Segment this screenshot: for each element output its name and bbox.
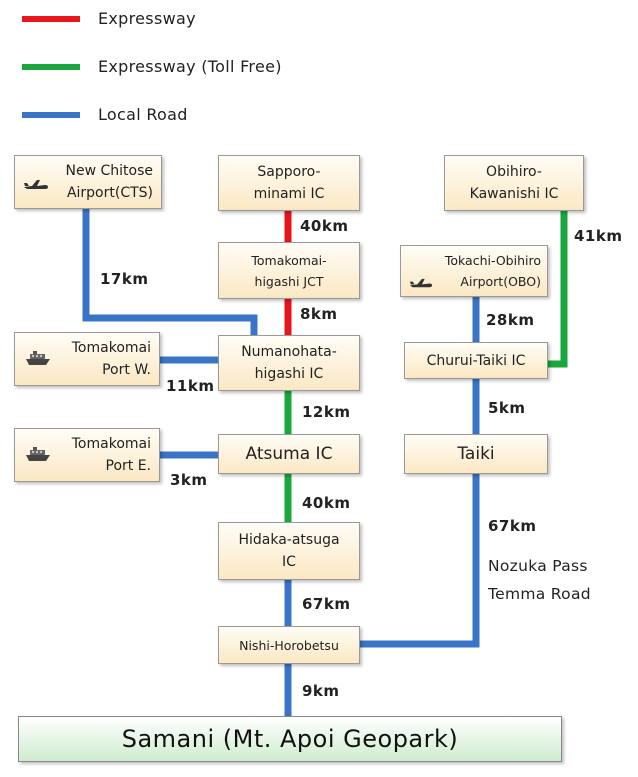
legend-swatch-expressway xyxy=(22,16,80,22)
node-nishi-horobetsu: Nishi-Horobetsu xyxy=(218,626,360,664)
route-note-nozuka-pass: Nozuka Pass xyxy=(488,557,588,575)
route-note-temma-road: Temma Road xyxy=(488,585,591,603)
legend-swatch-toll-free xyxy=(22,64,80,70)
distance-portw-numanohata: 11km xyxy=(166,377,215,395)
distance-nishi-samani: 9km xyxy=(302,682,340,700)
destination-samani: Samani (Mt. Apoi Geopark) xyxy=(18,716,562,762)
node-taiki: Taiki xyxy=(404,434,548,474)
node-numanohata-higashi-ic: Numanohata- higashi IC xyxy=(218,335,360,391)
node-tomakomai-port-w: Tomakomai Port W. xyxy=(14,332,160,386)
legend-label-toll-free: Expressway (Toll Free) xyxy=(98,57,282,76)
airplane-icon xyxy=(24,180,48,189)
route-cts-numanohata xyxy=(82,207,258,335)
node-new-chitose-airport: New Chitose Airport(CTS) xyxy=(14,155,162,209)
route-taiki-nishi xyxy=(360,474,480,648)
node-sapporo-minami-ic: Sapporo- minami IC xyxy=(218,155,360,211)
airplane-icon xyxy=(409,278,433,288)
distance-atsuma-hidaka: 40km xyxy=(302,494,351,512)
distance-cts-numanohata: 17km xyxy=(100,270,149,288)
ship-icon xyxy=(26,351,50,365)
distance-churui-taiki: 5km xyxy=(488,399,526,417)
node-atsuma-ic: Atsuma IC xyxy=(218,434,360,474)
route-obihiro-churui xyxy=(548,211,568,368)
legend-label-local-road: Local Road xyxy=(98,105,188,124)
distance-tomakomai-numanohata: 8km xyxy=(300,305,338,323)
distance-obihiro-churui: 41km xyxy=(574,227,623,245)
node-tomakomai-port-e: Tomakomai Port E. xyxy=(14,428,160,482)
distance-sapporo-tomakomai: 40km xyxy=(300,217,349,235)
ship-icon xyxy=(26,447,50,461)
node-tokachi-obihiro-airport: Tokachi-Obihiro Airport(OBO) xyxy=(400,245,548,297)
distance-hidaka-nishi: 67km xyxy=(302,595,351,613)
legend-swatch-local-road xyxy=(22,112,80,118)
legend-label-expressway: Expressway xyxy=(98,9,196,28)
node-obihiro-kawanishi-ic: Obihiro- Kawanishi IC xyxy=(444,155,584,211)
node-hidaka-atsuga-ic: Hidaka-atsuga IC xyxy=(218,522,360,580)
distance-taiki-nishi: 67km xyxy=(488,517,537,535)
node-churui-taiki-ic: Churui-Taiki IC xyxy=(404,342,548,379)
node-tomakomai-higashi-jct: Tomakomai- higashi JCT xyxy=(218,242,360,299)
distance-numanohata-atsuma: 12km xyxy=(302,403,351,421)
distance-porte-atsuma: 3km xyxy=(170,471,208,489)
distance-obo-churui: 28km xyxy=(486,311,535,329)
